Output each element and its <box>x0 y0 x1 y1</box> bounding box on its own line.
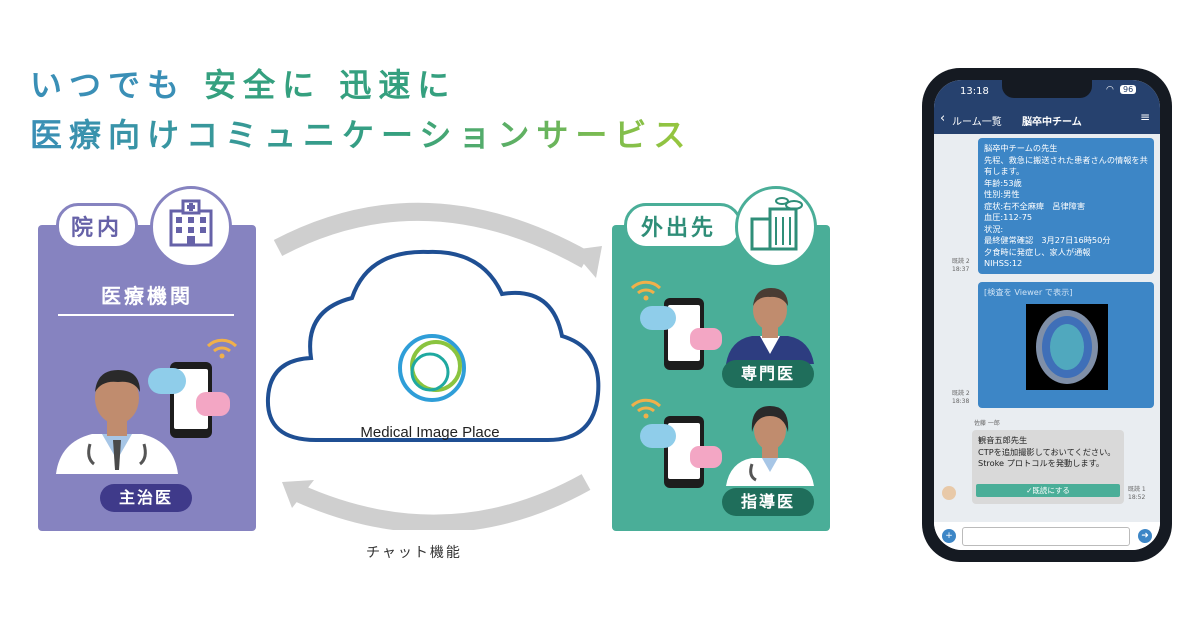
attending-doctor-badge: 主治医 <box>100 484 192 512</box>
message-time: 18:38 <box>952 398 970 405</box>
chat-function-label: チャット機能 <box>366 545 462 561</box>
input-bar: + ➜ <box>934 522 1160 550</box>
cloud-icon <box>265 249 601 442</box>
wifi-icon <box>630 398 662 419</box>
message-bubble: 脳卒中チームの先生 先程、救急に搬送された患者さんの情報を共有します。 年齢:5… <box>978 138 1154 274</box>
message-meta: 既読 2 18:38 <box>952 390 970 406</box>
chat-bubble-icon <box>690 328 722 350</box>
attending-doctor-label: 主治医 <box>118 488 173 507</box>
read-count: 既読 1 <box>1128 486 1146 493</box>
chat-bubble-icon <box>148 368 186 394</box>
back-icon[interactable]: ‹ <box>940 111 946 126</box>
hospital-panel <box>38 225 256 531</box>
headline-line2: 医療向けコミュニケーションサービス <box>30 110 692 160</box>
headline-anytime: いつでも <box>30 66 187 104</box>
chat-area: 脳卒中チームの先生 先程、救急に搬送された患者さんの情報を共有します。 年齢:5… <box>934 134 1160 522</box>
message-meta: 既読 2 18:37 <box>952 258 970 274</box>
outside-tab: 外出先 <box>624 203 742 249</box>
battery-icon: 96 <box>1120 85 1137 94</box>
logo-text: Medical Image Place <box>360 424 500 441</box>
arrow-head-icon <box>282 480 314 508</box>
instructor-avatar <box>726 406 814 486</box>
chat-bubble-icon <box>640 424 676 448</box>
sender-name: 佐藤 一郎 <box>974 420 1000 427</box>
chat-bubble-icon <box>640 306 676 330</box>
instructor-badge: 指導医 <box>722 488 814 516</box>
wifi-icon <box>630 280 662 301</box>
arrow-head-icon <box>572 246 602 278</box>
institution-divider <box>58 314 234 316</box>
headline-line1: いつでも 安全に 迅速に <box>30 60 692 110</box>
chat-header: ‹ ルーム一覧 脳卒中チーム ≡ <box>934 104 1160 134</box>
viewer-link[interactable]: [検査を Viewer で表示] <box>984 287 1073 297</box>
headline-safely: 安全に <box>204 66 322 104</box>
phone-notch <box>1002 80 1092 98</box>
image-message-bubble: [検査を Viewer で表示] <box>978 282 1154 408</box>
hospital-tab: 院内 <box>56 203 138 249</box>
specialist-badge: 専門医 <box>722 360 814 388</box>
wifi-status-icon: ◠ <box>1106 85 1114 95</box>
cloud-diagram <box>265 202 602 530</box>
doctor-avatar <box>56 370 178 474</box>
arrow-to-hospital <box>292 474 591 530</box>
outside-tab-label: 外出先 <box>641 216 717 241</box>
ct-scan-image[interactable] <box>1026 304 1108 390</box>
message-time: 18:52 <box>1128 494 1146 501</box>
headline-service: 医療向けコミュニケーションサービス <box>30 116 693 154</box>
specialist-avatar <box>726 288 814 364</box>
mark-read-button[interactable]: ✓既読にする <box>976 484 1120 497</box>
office-building-icon <box>735 186 817 268</box>
send-icon[interactable]: ➜ <box>1138 529 1152 543</box>
instructor-label: 指導医 <box>740 492 795 511</box>
room-title: 脳卒中チーム <box>1022 117 1082 128</box>
sender-avatar <box>942 486 956 500</box>
message-meta: 既読 1 18:52 <box>1128 486 1146 502</box>
hospital-tab-label: 院内 <box>70 216 123 241</box>
reply-text: 観音五郎先生 CTPを追加撮影しておいてください。 Stroke プロトコルを発… <box>978 435 1116 468</box>
message-input[interactable] <box>962 527 1130 546</box>
add-attachment-icon[interactable]: + <box>942 529 956 543</box>
menu-icon[interactable]: ≡ <box>1140 110 1151 124</box>
phone-screen: 13:18 96 ◠ ‹ ルーム一覧 脳卒中チーム ≡ 脳卒中チームの先生 先程… <box>934 80 1160 550</box>
arrow-to-outside <box>273 202 591 268</box>
message-time: 18:37 <box>952 266 970 273</box>
headline-quickly: 迅速に <box>339 66 457 104</box>
reply-bubble: 観音五郎先生 CTPを追加撮影しておいてください。 Stroke プロトコルを発… <box>972 430 1124 504</box>
specialist-label: 専門医 <box>740 364 795 383</box>
back-button[interactable]: ルーム一覧 <box>952 117 1002 128</box>
institution-label: 医療機関 <box>101 284 193 308</box>
read-count: 既読 2 <box>952 258 970 265</box>
read-count: 既読 2 <box>952 390 970 397</box>
wifi-icon <box>206 338 238 359</box>
chat-bubble-icon <box>690 446 722 468</box>
status-time: 13:18 <box>960 86 989 97</box>
chat-bubble-icon <box>196 392 230 416</box>
hospital-building-icon <box>150 186 232 268</box>
medical-image-place-logo-icon <box>398 334 466 402</box>
headline: いつでも 安全に 迅速に 医療向けコミュニケーションサービス <box>30 60 692 160</box>
